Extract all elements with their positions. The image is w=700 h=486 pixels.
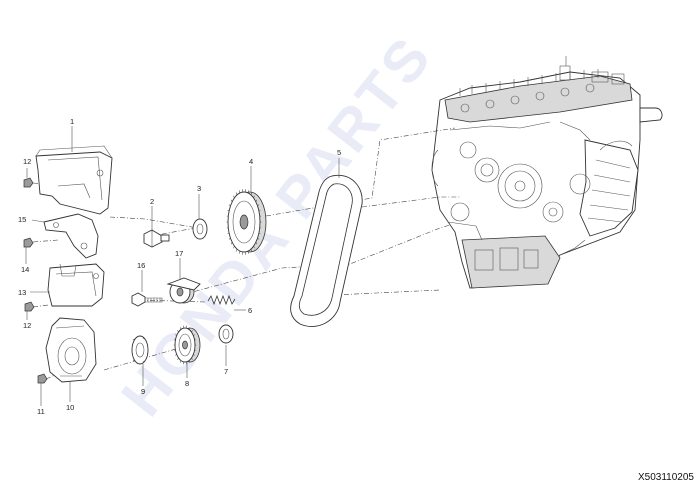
guide-plate-9 — [131, 335, 149, 365]
callout-11: 11 — [37, 407, 45, 416]
watermark: HONDA PARTS — [109, 23, 445, 428]
gear-tooth — [258, 209, 261, 212]
gear-tooth — [259, 227, 262, 229]
gear-tooth — [180, 327, 182, 330]
gear-tooth — [188, 327, 190, 330]
middle-cover-13 — [47, 263, 105, 307]
callout-10: 10 — [66, 403, 74, 412]
callout-3: 3 — [197, 184, 201, 193]
callout-1: 1 — [70, 117, 74, 126]
washer-7 — [218, 324, 234, 344]
callout-17: 17 — [175, 249, 183, 258]
gear-tooth — [255, 242, 258, 245]
callout-9: 9 — [141, 387, 145, 396]
bolt-12-upper — [23, 177, 34, 188]
gear-tooth — [228, 204, 231, 207]
gear-tooth — [175, 354, 177, 356]
callout-2: 2 — [150, 197, 154, 206]
drawing-code: X503110205 — [638, 472, 694, 483]
washer-3 — [192, 218, 208, 240]
gear-tooth — [191, 357, 193, 360]
gear-tooth — [228, 237, 231, 240]
bolt-16 — [131, 292, 163, 307]
callout-12-upper: 12 — [23, 157, 31, 166]
callout-14: 14 — [21, 265, 29, 274]
callout-7: 7 — [224, 367, 228, 376]
gear-tooth — [230, 199, 233, 202]
gear-tooth — [253, 245, 255, 249]
gear-tooth — [250, 192, 253, 196]
callout-6: 6 — [248, 306, 252, 315]
gear-tooth — [174, 339, 176, 341]
gear-tooth — [230, 242, 233, 245]
gear-tooth — [177, 357, 179, 360]
bolt-12-lower — [24, 301, 35, 312]
gear-tooth — [257, 204, 260, 207]
callout-leaders — [25, 126, 340, 406]
gear-tooth — [258, 232, 261, 235]
gear-tooth — [191, 330, 193, 333]
gear-tooth — [253, 195, 255, 199]
callout-5: 5 — [337, 148, 341, 157]
gear-tooth — [226, 227, 229, 229]
gear-tooth — [188, 360, 190, 363]
gear-tooth — [235, 192, 238, 196]
gear-tooth — [193, 334, 195, 336]
bolt-11 — [37, 373, 48, 384]
gear-tooth — [227, 209, 230, 212]
gear-tooth — [194, 339, 196, 341]
gear-tooth — [233, 195, 235, 199]
gear-tooth — [180, 360, 182, 363]
gear-tooth — [194, 349, 196, 351]
timing-belt — [290, 174, 363, 327]
gear-tooth — [193, 354, 195, 356]
engine-assembly — [431, 56, 663, 289]
bolt-14 — [23, 237, 34, 248]
camshaft-pulley — [226, 189, 267, 255]
gear-tooth — [227, 232, 230, 235]
callout-8: 8 — [185, 379, 189, 388]
crankshaft-pulley — [173, 325, 201, 365]
gear-tooth — [177, 330, 179, 333]
callout-4: 4 — [249, 157, 253, 166]
callout-15: 15 — [18, 215, 26, 224]
lower-cover-10 — [45, 317, 97, 383]
callout-12-lower: 12 — [23, 321, 31, 330]
gear-tooth — [226, 215, 229, 217]
upper-cover-1 — [35, 145, 113, 215]
gear-tooth — [233, 245, 235, 249]
callout-13: 13 — [18, 288, 26, 297]
gear-tooth — [235, 248, 238, 252]
gear-tooth — [175, 334, 177, 336]
gear-tooth — [259, 215, 262, 217]
bolt-2 — [143, 229, 170, 248]
tensioner-17 — [166, 277, 201, 304]
gear-tooth — [257, 237, 260, 240]
spring-6 — [207, 294, 236, 306]
callout-16: 16 — [137, 261, 145, 270]
callout-labels: 1 2 3 4 5 6 7 8 9 10 11 12 12 13 14 15 1… — [18, 117, 341, 416]
bracket-15 — [43, 213, 99, 259]
gear-tooth — [255, 199, 258, 202]
gear-tooth — [174, 349, 176, 351]
gear-tooth — [250, 248, 253, 252]
